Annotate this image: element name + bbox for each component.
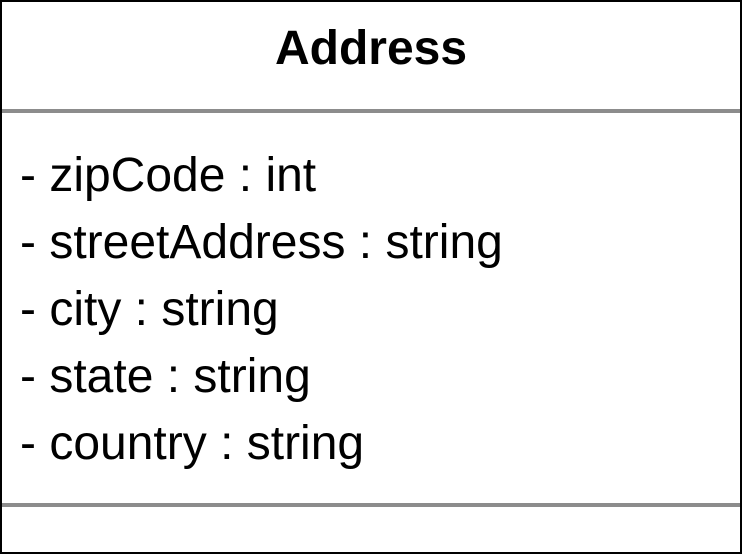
attribute-state: - state : string [20, 350, 311, 403]
class-name: Address [274, 21, 468, 75]
methods-divider [2, 503, 740, 507]
method-compartment [2, 507, 740, 552]
class-header: Address [2, 2, 740, 109]
header-divider [2, 109, 740, 113]
attribute-street-address: - streetAddress : string [20, 216, 503, 269]
attribute-country: - country : string [20, 417, 365, 470]
attribute-list: - zipCode : int - streetAddress : string… [20, 142, 503, 477]
attribute-zipcode: - zipCode : int [20, 149, 317, 202]
attribute-city: - city : string [20, 283, 279, 336]
